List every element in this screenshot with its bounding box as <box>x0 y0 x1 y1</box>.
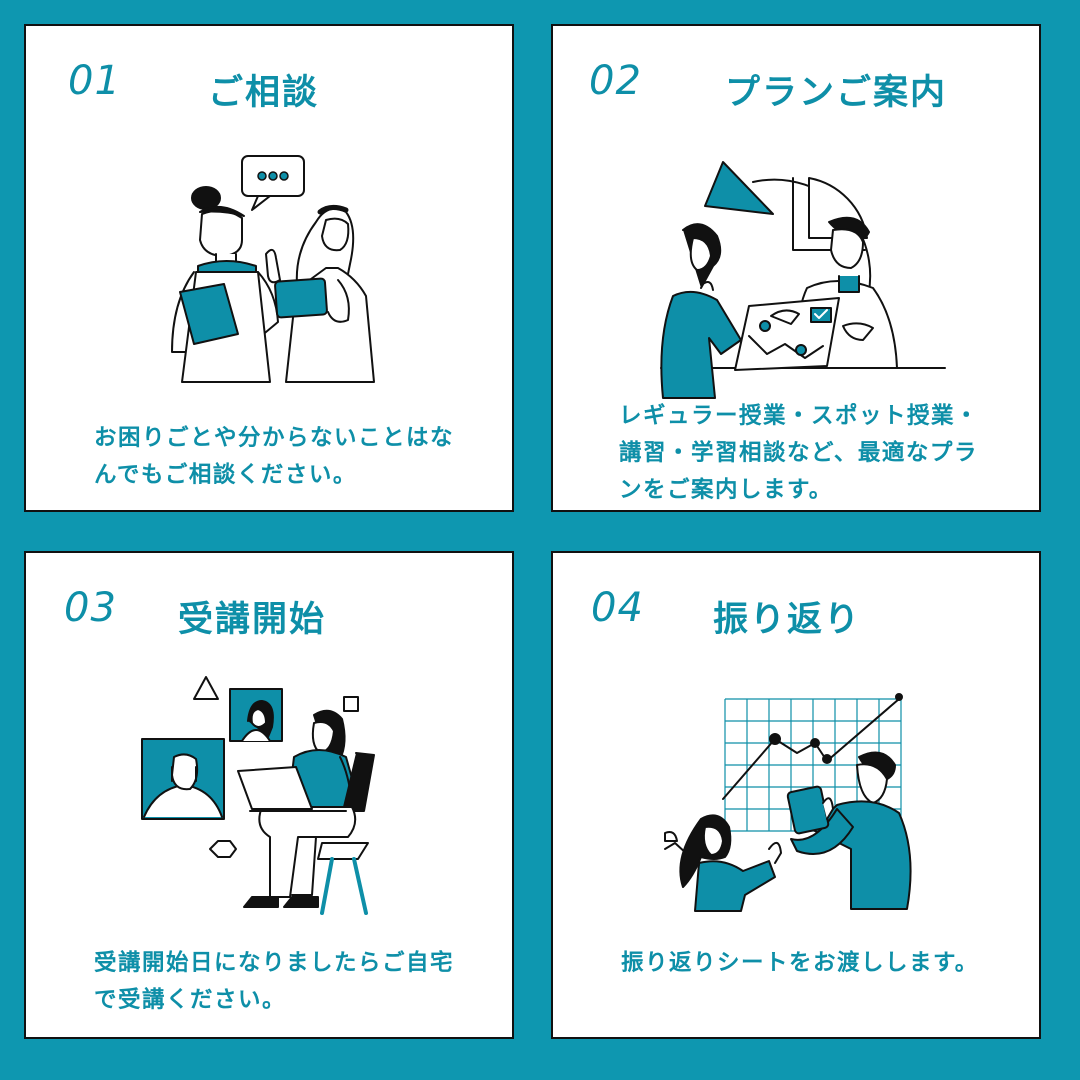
step-title: 振り返り <box>713 600 862 640</box>
step-number: 04 <box>591 585 644 631</box>
review-chart-illustration <box>664 693 912 912</box>
step-description: 振り返りシートをお渡しします。 <box>621 950 979 976</box>
step-number: 03 <box>64 585 117 631</box>
step-card-class-start: 03 受講開始 <box>24 551 514 1039</box>
step-number: 01 <box>68 58 121 104</box>
step-card-plan-guidance: 02 プランご案内 <box>551 24 1041 512</box>
step-title: ご相談 <box>208 73 320 113</box>
step-description: 受講開始日になりましたらご自宅で受講ください。 <box>94 950 455 1013</box>
step-description: お困りごとや分からないことはなんでもご相談ください。 <box>94 425 455 488</box>
step-description: レギュラー授業・スポット授業・講習・学習相談など、最適なプランをご案内します。 <box>619 403 980 503</box>
plan-guidance-illustration <box>660 161 946 399</box>
consultation-illustration <box>171 155 375 383</box>
online-class-illustration <box>141 676 375 915</box>
step-title: 受講開始 <box>178 600 327 640</box>
step-title: プランご案内 <box>725 73 948 113</box>
step-card-review: 04 振り返り 振り返りシートをお渡 <box>551 551 1041 1039</box>
step-number: 02 <box>589 58 642 104</box>
step-card-consultation: 01 ご相談 <box>24 24 514 512</box>
